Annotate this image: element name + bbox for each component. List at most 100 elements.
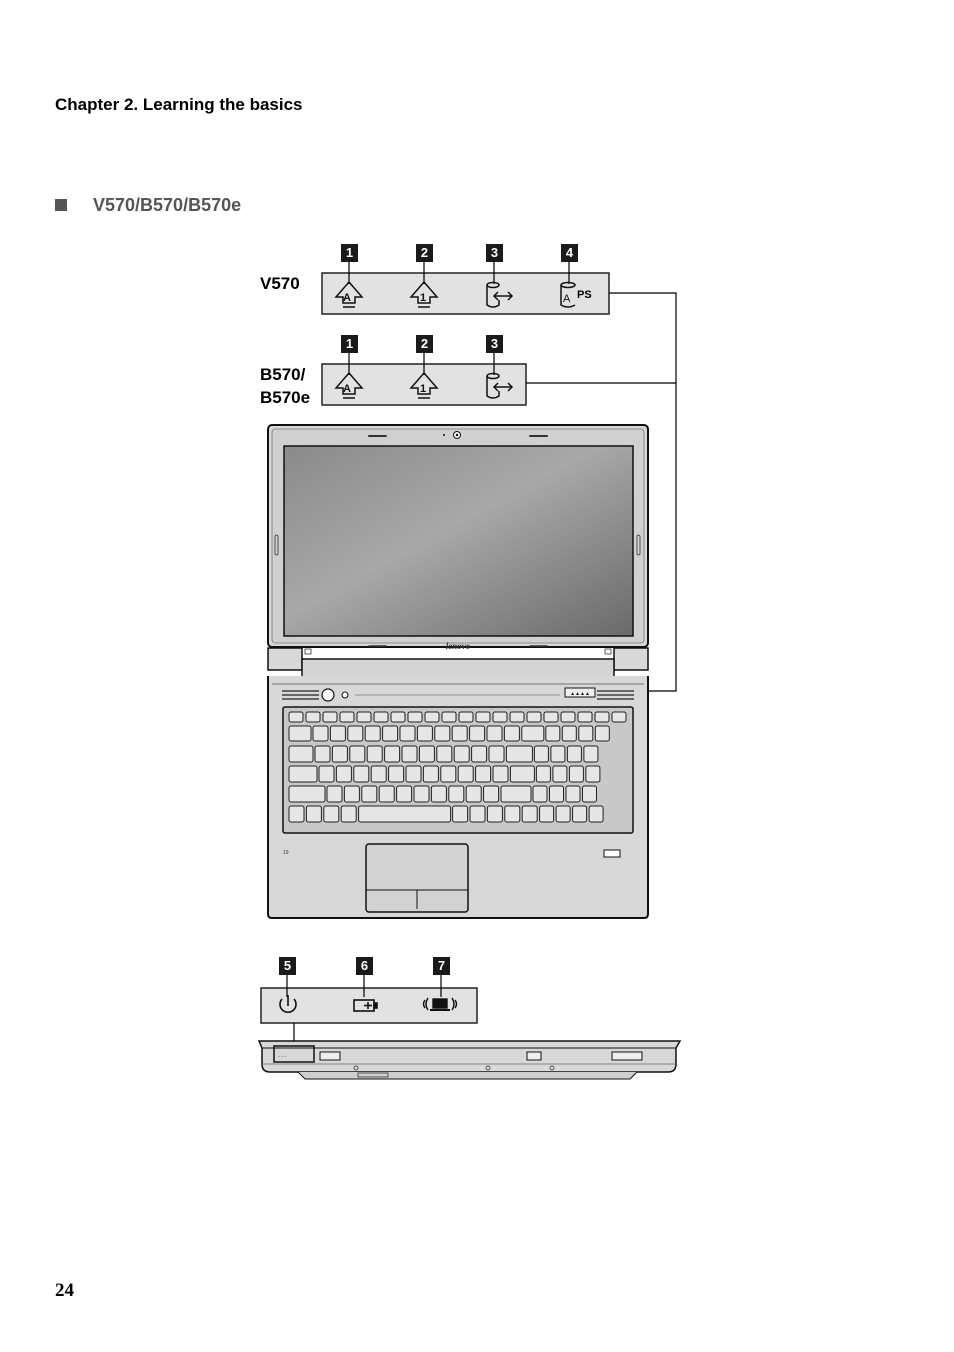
keyboard-key (453, 745, 470, 763)
keyboard-key (594, 711, 610, 723)
hdd-activity-icon (486, 281, 514, 308)
keyboard-key (288, 725, 312, 742)
keyboard-key (583, 745, 599, 763)
keyboard-key (561, 725, 577, 742)
keyboard-key (469, 725, 486, 742)
keyboard-key (339, 711, 355, 723)
keyboard-key (349, 745, 366, 763)
keyboard-key (361, 785, 378, 803)
section-heading: V570/B570/B570e (55, 195, 241, 216)
keyboard-key (535, 765, 551, 783)
svg-text:A: A (343, 383, 351, 395)
keyboard-key (405, 765, 422, 783)
keyboard-key (424, 711, 440, 723)
keyboard-key (594, 725, 610, 742)
keyboard-key (322, 711, 338, 723)
keyboard-key (378, 785, 395, 803)
keyboard-key (305, 805, 322, 823)
keyboard-key (475, 711, 491, 723)
power-icon (279, 995, 297, 1014)
keyboard-key (549, 785, 564, 803)
keyboard-key (539, 805, 555, 823)
keyboard-key (492, 765, 509, 783)
keyboard-key (505, 745, 533, 763)
svg-text:A: A (343, 292, 351, 304)
aps-icon: A (560, 281, 576, 308)
keyboard-key (500, 785, 532, 803)
caps-lock-icon: A (334, 280, 364, 308)
keyboard-key (418, 745, 435, 763)
keyboard-key (288, 785, 326, 803)
keyboard-key (504, 805, 521, 823)
keyboard-key (390, 711, 406, 723)
keyboard-key (430, 785, 447, 803)
keyboard-key (288, 745, 314, 763)
keyboard-key (329, 725, 346, 742)
keyboard-key (492, 711, 508, 723)
aps-label: PS (577, 289, 592, 301)
chapter-title: Chapter 2. Learning the basics (55, 95, 303, 114)
keyboard-key (364, 725, 381, 742)
section-title: V570/B570/B570e (93, 195, 242, 215)
callout-2-v570: 2 (416, 244, 433, 262)
b570-label-line1: B570/ (260, 365, 306, 384)
keyboard-key (288, 711, 304, 723)
callout-1-v570: 1 (341, 244, 358, 262)
keyboard-key (343, 785, 360, 803)
callout-3-b570: 3 (486, 335, 503, 353)
keyboard-key (413, 785, 430, 803)
callout-4-v570: 4 (561, 244, 578, 262)
keyboard-key (521, 725, 545, 742)
keyboard-key (407, 711, 423, 723)
keyboard-key (469, 805, 486, 823)
caps-lock-icon: A (334, 371, 364, 399)
keyboard-key (552, 765, 568, 783)
keyboard-key (532, 785, 548, 803)
keyboard-key (486, 805, 503, 823)
keyboard-key (314, 745, 331, 763)
callout-6: 6 (356, 957, 373, 975)
bullet-square-icon (55, 199, 67, 211)
keyboard-key (335, 765, 352, 783)
keyboard-key (318, 765, 335, 783)
lenovo-logo: lenovo (446, 641, 471, 651)
keyboard-key (577, 711, 593, 723)
keyboard-key (486, 725, 503, 742)
battery-icon (353, 999, 378, 1012)
keyboard-key (384, 745, 401, 763)
callout-2-b570: 2 (416, 335, 433, 353)
keyboard-key (416, 725, 433, 742)
keyboard-key (288, 805, 305, 823)
keyboard-key (545, 725, 561, 742)
keyboard-key (388, 765, 405, 783)
keyboard-key (578, 725, 594, 742)
svg-text:1: 1 (420, 383, 426, 395)
keyboard-key (560, 711, 576, 723)
svg-text:1: 1 (420, 292, 426, 304)
touchpad (365, 843, 469, 913)
keyboard-key (509, 711, 525, 723)
keyboard-key (458, 711, 474, 723)
keyboard-key (382, 725, 399, 742)
keyboard-key (488, 745, 505, 763)
keyboard-key (503, 725, 520, 742)
display-screen (283, 445, 634, 637)
keyboard-key (323, 805, 340, 823)
keyboard-key (448, 785, 465, 803)
callout-5: 5 (279, 957, 296, 975)
keyboard-key (555, 805, 571, 823)
keyboard-key (370, 765, 387, 783)
keyboard-key (358, 805, 452, 823)
hdd-activity-icon (486, 372, 514, 399)
callout-1-b570: 1 (341, 335, 358, 353)
keyboard-key (305, 711, 321, 723)
callout-3-v570: 3 (486, 244, 503, 262)
keyboard-key (526, 711, 542, 723)
keyboard-key (441, 711, 457, 723)
wireless-icon (422, 997, 458, 1011)
v570-label: V570 (260, 274, 300, 293)
keyboard-key (451, 725, 468, 742)
keyboard-key (356, 711, 372, 723)
keyboard-key (401, 745, 418, 763)
